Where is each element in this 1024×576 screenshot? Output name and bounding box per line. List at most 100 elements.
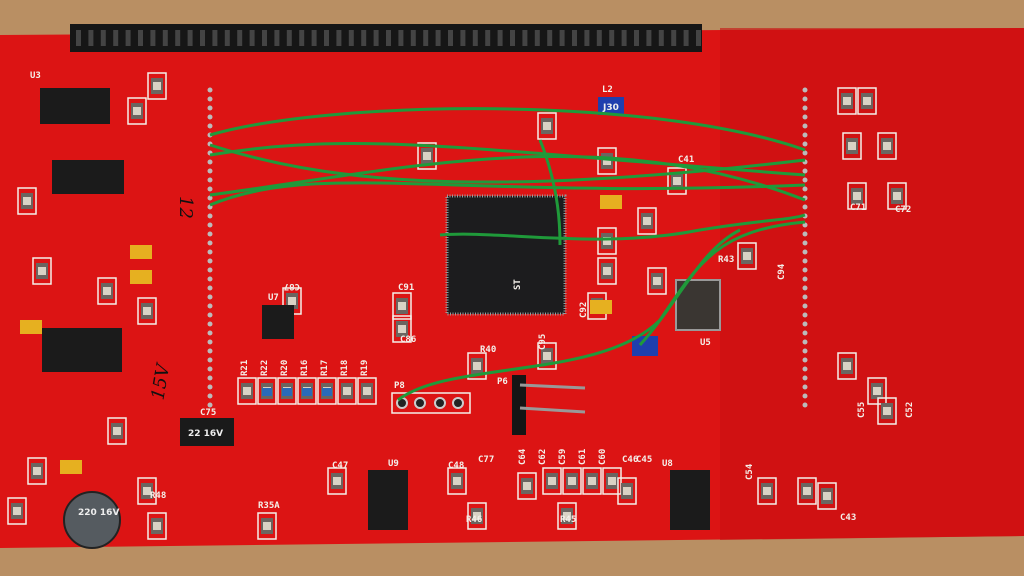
pin-pad	[207, 330, 213, 336]
pin-pad	[207, 96, 213, 102]
pin-pad	[802, 339, 808, 345]
pin-pad	[802, 231, 808, 237]
header-pin	[522, 30, 528, 46]
pin-pad	[207, 105, 213, 111]
smd-part-body	[33, 467, 41, 475]
footprint-outline	[667, 167, 687, 195]
header-pin	[609, 30, 615, 46]
pin-pad	[207, 384, 213, 390]
smd-part-body	[843, 97, 851, 105]
pin-pad	[802, 168, 808, 174]
silk-label: R19	[360, 360, 370, 376]
pin-pad	[802, 222, 808, 228]
header-pin	[386, 30, 391, 46]
smd-part-body	[603, 237, 611, 245]
footprint-outline	[97, 277, 117, 305]
footprint-outline	[392, 292, 412, 320]
p8-pin	[434, 397, 446, 409]
smd-part-body	[473, 362, 481, 370]
header-pin	[138, 30, 143, 46]
header-pin	[448, 30, 453, 46]
pin-pad	[802, 240, 808, 246]
smd-part-body	[653, 277, 661, 285]
header-pin	[311, 30, 317, 46]
footprint-outline	[27, 457, 47, 485]
jumper-wire	[209, 143, 806, 184]
smd-part-body	[523, 482, 531, 490]
smd-part-body	[153, 522, 161, 530]
header-pin	[373, 30, 379, 46]
silk-label: P6	[497, 377, 508, 387]
pin-pad	[802, 141, 808, 147]
smd-part-body	[883, 142, 891, 150]
pin-pad	[802, 321, 808, 327]
tantalum-capacitor	[590, 300, 612, 314]
blue-resistor	[282, 388, 292, 396]
jumper-wire	[638, 228, 741, 346]
header-pin	[212, 30, 218, 46]
p8-outline	[391, 392, 471, 414]
silk-label: R17	[320, 360, 330, 376]
footprint-outline	[597, 227, 617, 255]
pin-pad	[207, 402, 213, 408]
header-pin	[485, 30, 491, 46]
smd-part-body	[398, 302, 406, 310]
smd-part-body	[623, 487, 631, 495]
smd-part-body	[133, 107, 141, 115]
smd-part-body	[243, 387, 251, 395]
pin-pad	[802, 114, 808, 120]
blue-cap-l2	[598, 97, 624, 115]
pin-pad	[802, 393, 808, 399]
pin-pad	[207, 303, 213, 309]
pin-pad	[802, 303, 808, 309]
blue-resistor	[322, 388, 332, 396]
smd-part-body	[588, 477, 596, 485]
silk-label: C59	[558, 449, 568, 465]
smd-part-body	[743, 252, 751, 260]
header-pin	[596, 30, 602, 46]
smd-part-body	[863, 97, 871, 105]
smd-part-body	[543, 122, 551, 130]
smd-part-body	[673, 177, 681, 185]
silk-label: R43	[718, 255, 734, 265]
silk-label: R22	[260, 360, 270, 376]
silk-label: R20	[280, 360, 290, 376]
pin-pad	[207, 294, 213, 300]
header-pin	[559, 30, 565, 46]
smd-part-body	[398, 325, 406, 333]
pin-pad	[802, 375, 808, 381]
blue-cap-label: J30	[602, 103, 619, 113]
header-pin	[299, 30, 305, 46]
smd-part-body	[803, 487, 811, 495]
smd-part-body	[853, 192, 861, 200]
jumper-wire	[397, 220, 806, 402]
header-pin	[162, 30, 168, 46]
footprint-outline	[237, 377, 257, 405]
footprint-outline	[517, 472, 537, 500]
pin-pad	[802, 285, 808, 291]
footprint-outline	[392, 315, 412, 343]
pin-pad	[802, 123, 808, 129]
header-pin	[584, 30, 590, 46]
footprint-outline	[137, 297, 157, 325]
smd-part-body	[143, 307, 151, 315]
silk-label: C61	[578, 449, 588, 465]
pin-pad	[207, 339, 213, 345]
footprint-outline	[257, 377, 277, 405]
pin-pad	[802, 267, 808, 273]
header-pin	[547, 30, 553, 46]
header-pin	[175, 30, 181, 46]
blue-cap-bottom	[632, 336, 658, 356]
header-pin	[286, 30, 292, 46]
green-jumper-wires	[209, 107, 806, 402]
header-pin	[274, 30, 280, 46]
ic-package	[40, 88, 110, 124]
silk-label: R40	[480, 345, 496, 355]
silk-label: P8	[394, 381, 405, 391]
pin-pad	[802, 366, 808, 372]
pin-pad	[802, 204, 808, 210]
silk-label: C46	[622, 455, 638, 465]
footprint-outline	[542, 467, 562, 495]
smd-part-body	[333, 477, 341, 485]
